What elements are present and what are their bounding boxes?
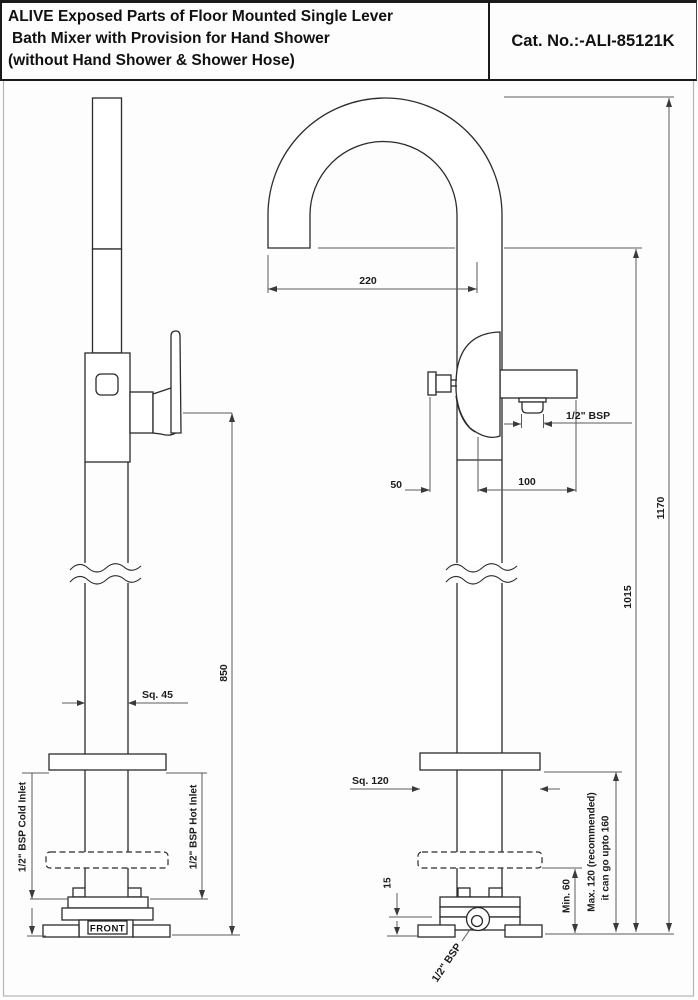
diverter-knob (427, 371, 457, 396)
catalog-number: Cat. No.:-ALI-85121K (511, 31, 675, 50)
lever-handle-side (129, 330, 182, 436)
dim-sq45: Sq. 45 (142, 689, 173, 701)
base-front (417, 887, 543, 938)
dim-15: 15 (383, 877, 394, 889)
gooseneck-spout (267, 97, 503, 898)
dim-1170: 1170 (655, 496, 667, 519)
dim-cold-inlet: 1/2" BSP Cold Inlet (18, 781, 29, 872)
adjustable-flange-front (417, 851, 543, 869)
outlet-nozzle (521, 401, 544, 414)
dim-max120-line1: Max. 120 (recommended) (587, 792, 598, 912)
front-view-dimensions: 220 50 100 1/2" BSP Sq (267, 96, 674, 985)
cover-flange-front (419, 752, 541, 771)
adjustable-flange-side (45, 851, 169, 869)
title-block: ALIVE Exposed Parts of Floor Mounted Sin… (0, 0, 697, 81)
dim-bsp-inlet: 1/2" BSP (430, 941, 465, 984)
diverter-button-side (95, 373, 119, 396)
front-label-box (87, 920, 128, 935)
lever-handle-front (455, 331, 501, 439)
dim-50: 50 (390, 479, 402, 491)
title-line-3: (without Hand Shower & Shower Hose) (8, 52, 295, 69)
dim-bsp-outlet: 1/2" BSP (566, 410, 610, 422)
base-side (42, 887, 171, 938)
side-view-figure: FRONT (42, 97, 182, 938)
break-symbol (445, 575, 518, 585)
dim-220: 220 (359, 275, 377, 287)
title-line-1: ALIVE Exposed Parts of Floor Mounted Sin… (8, 8, 393, 25)
dim-sq120: Sq. 120 (352, 775, 389, 787)
dim-850: 850 (218, 664, 230, 682)
drawing-title: ALIVE Exposed Parts of Floor Mounted Sin… (2, 3, 490, 79)
title-line-2: Bath Mixer with Provision for Hand Showe… (12, 30, 330, 47)
cover-flange-side (48, 753, 167, 771)
break-symbol (69, 575, 142, 585)
break-symbol (445, 563, 518, 573)
dim-max120-line2: it can go upto 160 (601, 815, 612, 900)
side-view-dimensions: Sq. 45 850 1/2" BSP Cold Inlet 1/2" BSP … (18, 412, 240, 937)
dim-100: 100 (518, 476, 536, 488)
dim-1015: 1015 (622, 585, 634, 609)
front-view-figure (267, 97, 578, 942)
dim-min60: Min. 60 (562, 879, 573, 913)
dim-hot-inlet: 1/2" BSP Hot Inlet (189, 784, 200, 869)
front-label: FRONT (90, 924, 125, 935)
break-symbol (69, 563, 142, 573)
hand-shower-outlet-block (499, 369, 578, 399)
